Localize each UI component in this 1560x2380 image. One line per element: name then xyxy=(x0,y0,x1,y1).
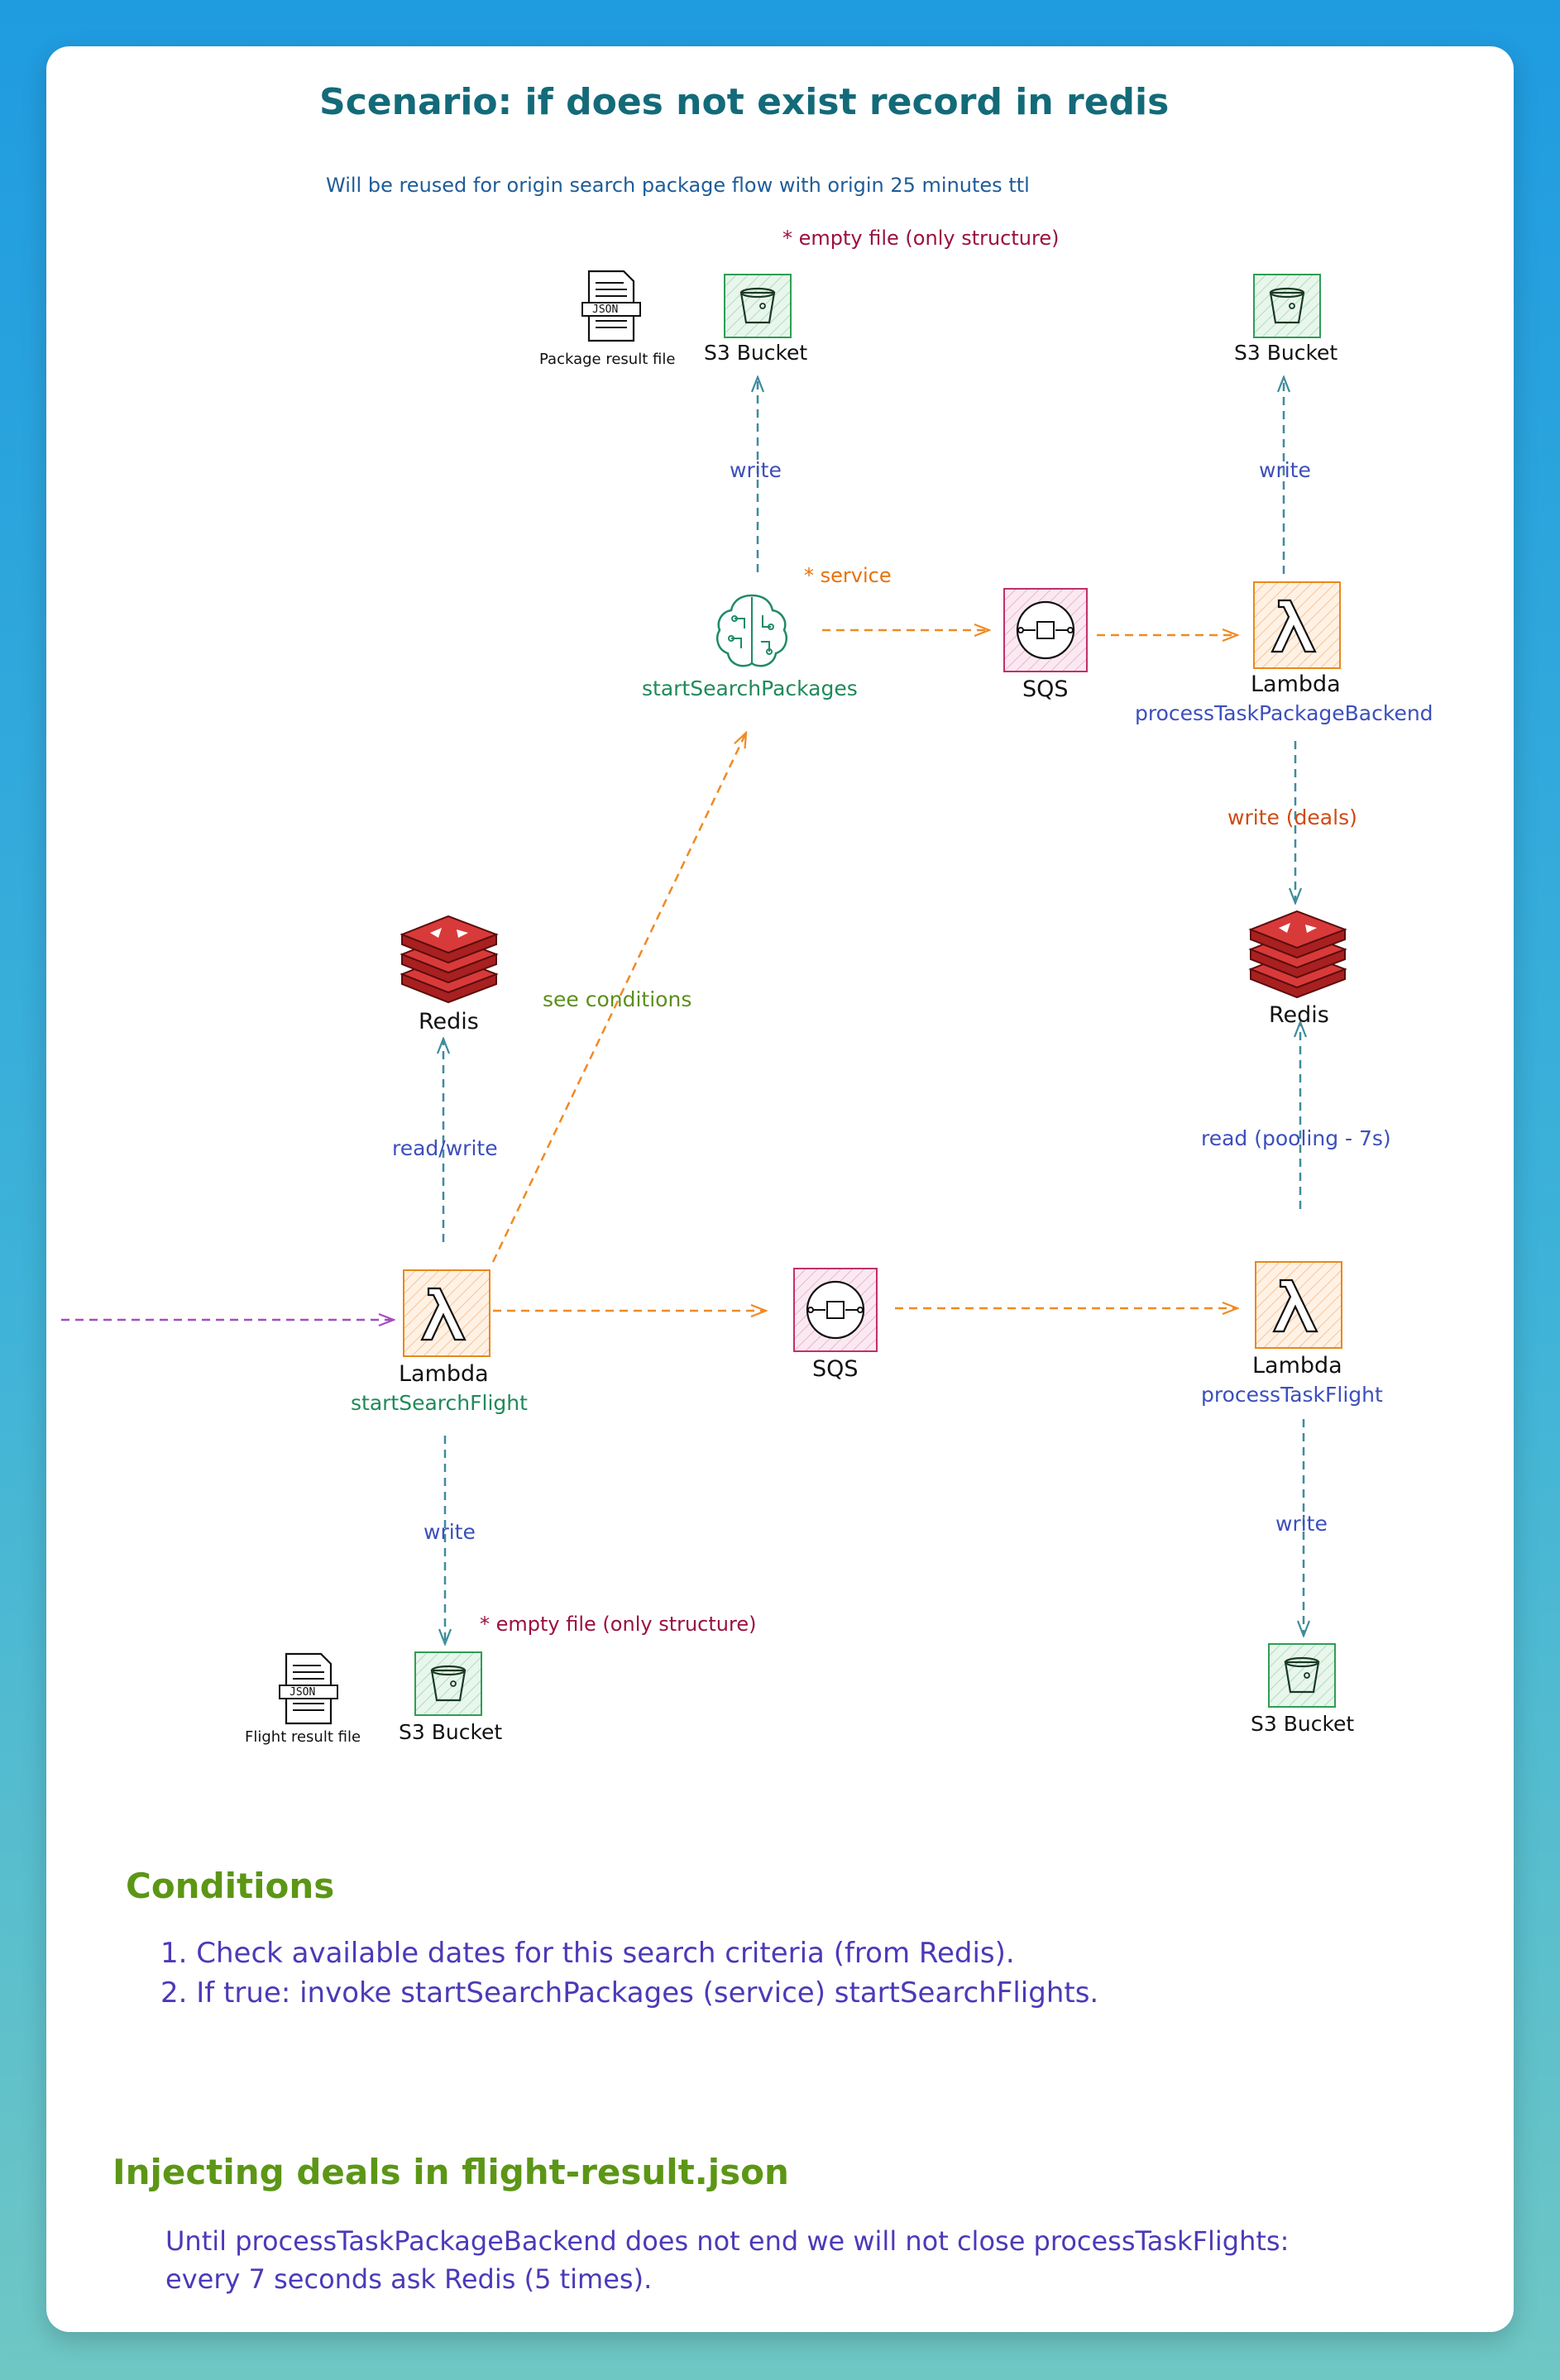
json-file-top-icon xyxy=(581,270,641,342)
edge-label-see-conditions: see conditions xyxy=(543,987,692,1011)
label-lambda-right-name: processTaskFlight xyxy=(1201,1383,1383,1407)
json-file-bottom-icon xyxy=(279,1652,338,1725)
label-lambda-left-name: startSearchFlight xyxy=(351,1391,528,1415)
conditions-item-2: 2. If true: invoke startSearchPackages (… xyxy=(160,1976,1099,2010)
label-s3-top-mid: S3 Bucket xyxy=(704,341,808,365)
label-s3-top-right: S3 Bucket xyxy=(1234,341,1338,365)
label-lambda-top: Lambda xyxy=(1251,671,1341,697)
page-subtitle: Will be reused for origin search package… xyxy=(326,174,1030,197)
edge-label-write-1: write xyxy=(730,458,782,482)
note-service: * service xyxy=(804,564,892,587)
s3-top-right-icon xyxy=(1253,274,1321,338)
edge-label-read-pooling: read (pooling - 7s) xyxy=(1201,1126,1391,1150)
page-title: Scenario: if does not exist record in re… xyxy=(319,81,1170,123)
conditions-item-1: 1. Check available dates for this search… xyxy=(160,1937,1015,1970)
lambda-left-icon xyxy=(403,1269,490,1357)
injecting-heading: Injecting deals in flight-result.json xyxy=(112,2152,789,2192)
lambda-right-icon xyxy=(1255,1261,1342,1349)
sqs-top-icon xyxy=(1003,588,1088,672)
label-lambda-top-name: processTaskPackageBackend xyxy=(1135,701,1433,725)
s3-top-mid-icon xyxy=(724,274,792,338)
note-empty-bottom: * empty file (only structure) xyxy=(480,1613,757,1636)
conditions-heading: Conditions xyxy=(126,1866,335,1906)
s3-bottom-right-icon xyxy=(1268,1643,1336,1708)
brain-chip-icon xyxy=(716,594,787,667)
redis-left-icon xyxy=(400,915,499,1004)
sqs-bottom-icon xyxy=(793,1268,878,1352)
note-empty-top: * empty file (only structure) xyxy=(782,227,1060,250)
edge-label-read-write: read/write xyxy=(392,1136,498,1160)
label-lambda-left: Lambda xyxy=(399,1361,489,1387)
label-redis-left: Redis xyxy=(419,1009,479,1035)
edge-label-write-4: write xyxy=(1275,1512,1328,1536)
label-redis-right: Redis xyxy=(1269,1002,1329,1028)
label-flight-file: Flight result file xyxy=(245,1728,361,1746)
diagram-connectors xyxy=(61,270,1347,1725)
label-lambda-right: Lambda xyxy=(1252,1353,1342,1379)
json-tag-bottom: JSON xyxy=(290,1686,316,1699)
injecting-line-1: Until processTaskPackageBackend does not… xyxy=(165,2225,1290,2257)
label-s3-bottom-left: S3 Bucket xyxy=(399,1720,503,1744)
diagram-canvas: Scenario: if does not exist record in re… xyxy=(46,46,1514,2332)
label-package-file: Package result file xyxy=(539,351,676,368)
s3-bottom-left-icon xyxy=(414,1651,482,1716)
label-s3-bottom-right: S3 Bucket xyxy=(1251,1712,1355,1736)
label-start-search-packages: startSearchPackages xyxy=(642,676,858,700)
edge-label-write-3: write xyxy=(423,1520,476,1544)
redis-right-icon xyxy=(1248,910,1347,999)
injecting-line-2: every 7 seconds ask Redis (5 times). xyxy=(165,2263,653,2295)
edge-label-write-2: write xyxy=(1259,458,1311,482)
label-sqs-bottom: SQS xyxy=(812,1356,859,1382)
label-sqs-top: SQS xyxy=(1022,676,1069,702)
lambda-top-icon xyxy=(1253,581,1341,669)
edge-label-write-deals: write (deals) xyxy=(1227,805,1357,829)
json-tag-top: JSON xyxy=(592,303,619,316)
